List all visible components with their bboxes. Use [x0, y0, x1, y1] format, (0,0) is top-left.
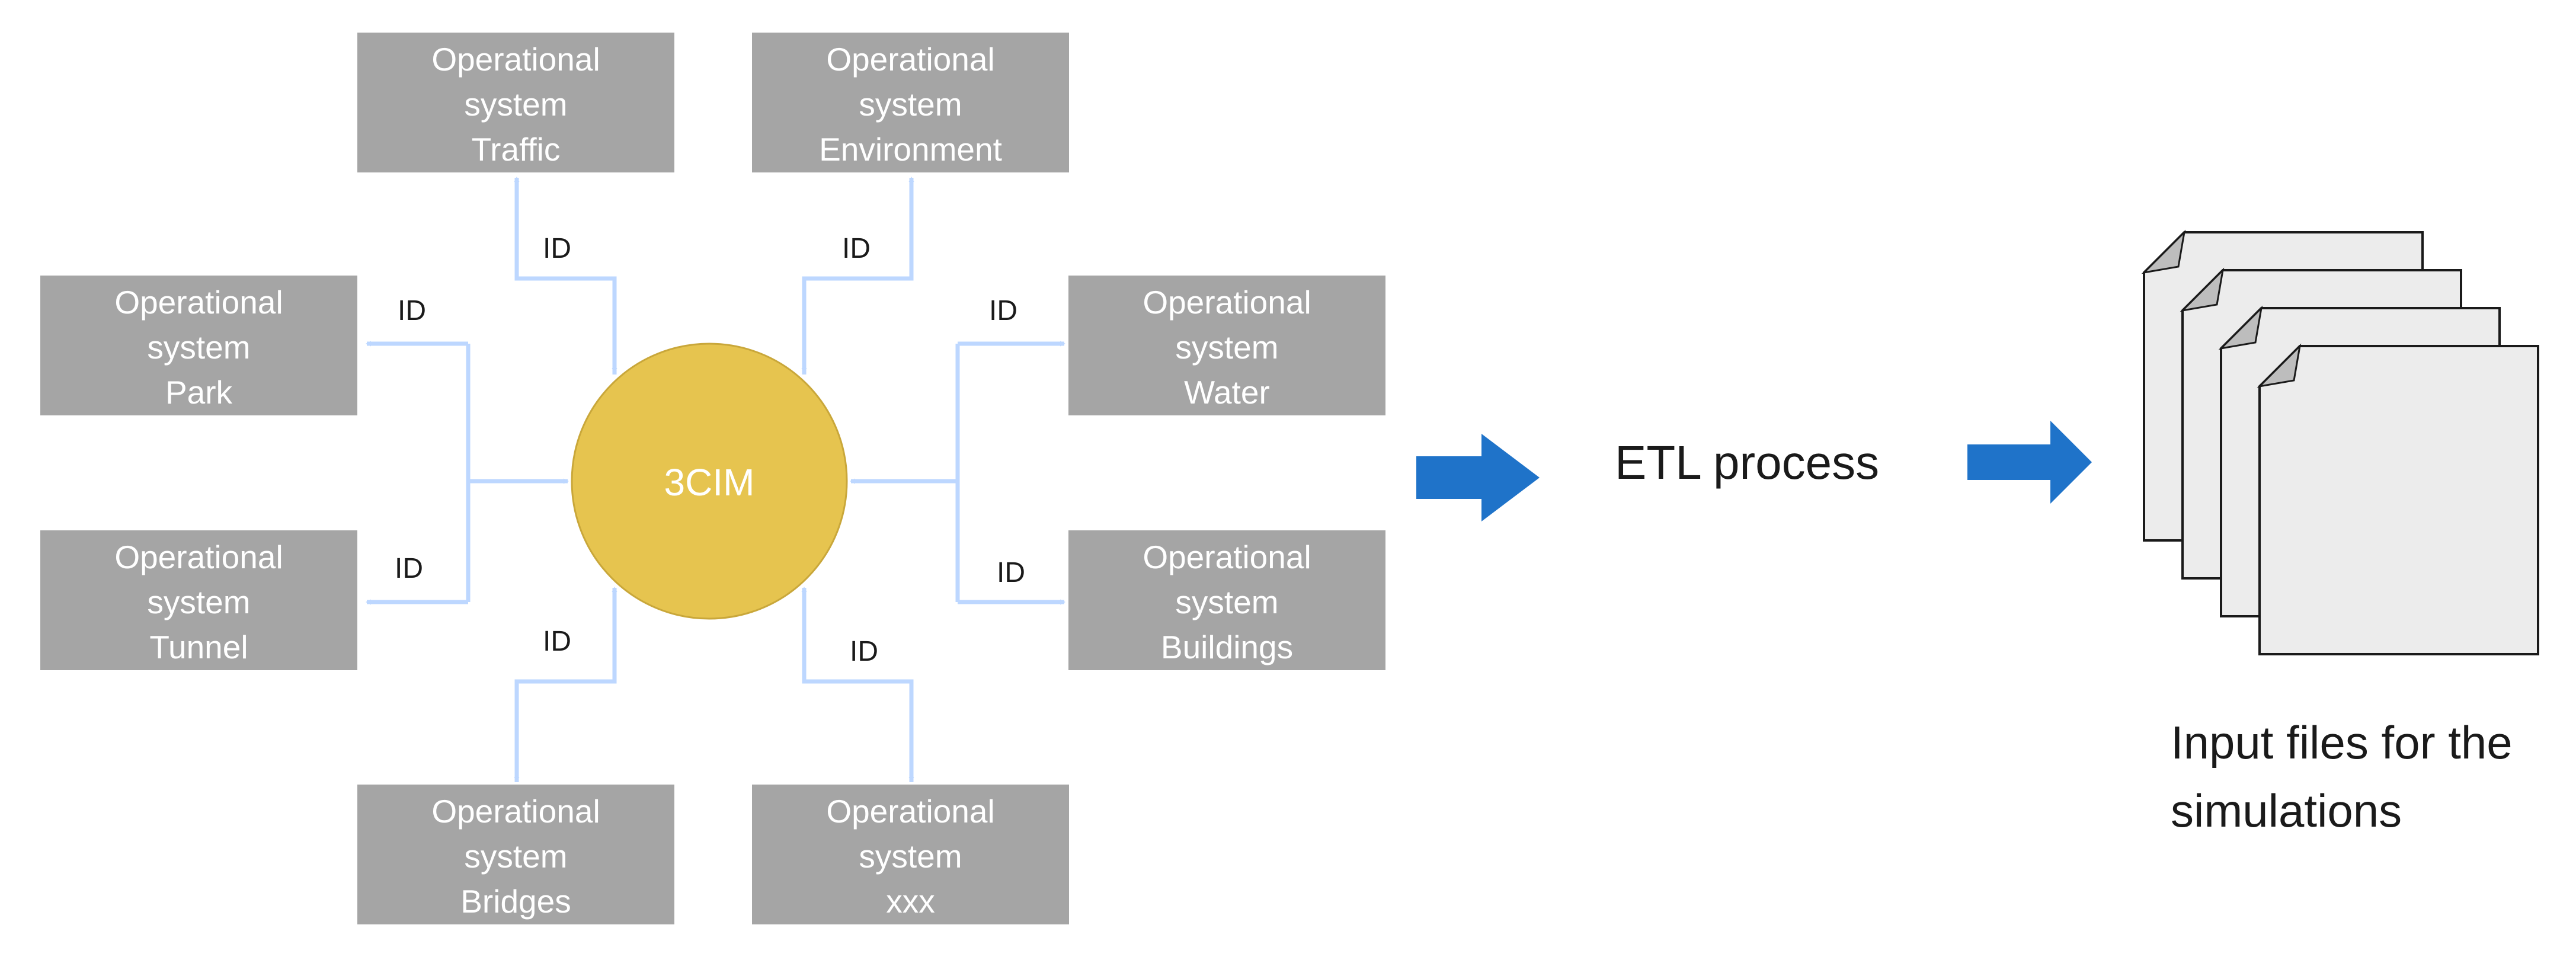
center-circle: [571, 343, 848, 620]
system-box-xxx: Operational system xxx: [752, 785, 1069, 924]
system-box-rect: [40, 530, 357, 670]
system-box-line3: Bridges: [460, 883, 571, 920]
id-label: ID: [543, 626, 571, 657]
system-box-line2: system: [859, 86, 962, 123]
document-page-4: [2257, 343, 2539, 655]
id-label: ID: [989, 295, 1017, 327]
connector-traffic: [514, 177, 617, 375]
system-box-rect: [357, 785, 674, 924]
system-box-line1: Operational: [114, 284, 283, 321]
system-box-line3: Buildings: [1161, 629, 1293, 665]
system-box-line3: Park: [165, 374, 233, 411]
connector-bridges: [514, 587, 617, 782]
center-node: 3CIM: [571, 343, 848, 620]
system-box-line1: Operational: [1143, 539, 1311, 575]
page-fold-icon: [2218, 305, 2263, 350]
system-box-line3: Environment: [819, 131, 1002, 168]
page-fold-icon: [2180, 267, 2225, 312]
system-box-line1: Operational: [431, 793, 600, 830]
system-box-group: OperationalsystemTrafficOperationalsyste…: [40, 33, 1385, 924]
system-box-line3: xxx: [886, 883, 935, 920]
system-box-line2: system: [859, 838, 962, 875]
system-box-rect: [752, 785, 1069, 924]
system-box-rect: [40, 276, 357, 415]
system-box-line1: Operational: [826, 793, 994, 830]
system-box-rect: [1068, 276, 1385, 415]
system-box-line3: Tunnel: [149, 629, 248, 665]
system-box-line2: system: [1175, 329, 1278, 366]
output-label-line1: Input files for the: [2171, 716, 2513, 769]
page-fold-icon: [2141, 229, 2186, 274]
id-label: ID: [395, 553, 423, 584]
center-label: 3CIM: [664, 461, 755, 504]
id-label: ID: [398, 295, 426, 327]
system-box-line3: Traffic: [472, 131, 561, 168]
id-label: ID: [850, 636, 878, 667]
flow-arrow-to-files: [1967, 421, 2092, 504]
document-stack: [2141, 229, 2539, 655]
system-box-rect: [752, 33, 1069, 172]
etl-process-label: ETL process: [1615, 436, 1879, 489]
system-box-line3: Water: [1184, 374, 1270, 411]
id-label: ID: [543, 233, 571, 264]
system-box-line1: Operational: [1143, 284, 1311, 321]
system-box-line1: Operational: [431, 41, 600, 78]
system-box-line2: system: [464, 86, 567, 123]
system-box-line2: system: [147, 329, 250, 366]
flow-arrow-to-etl: [1416, 434, 1540, 521]
system-box-line2: system: [1175, 584, 1278, 620]
id-label: ID: [997, 557, 1025, 588]
output-label-line2: simulations: [2171, 785, 2402, 837]
system-box-line1: Operational: [826, 41, 994, 78]
system-box-line2: system: [464, 838, 567, 875]
system-box-line2: system: [147, 584, 250, 620]
system-box-line1: Operational: [114, 539, 283, 575]
page-fold-icon: [2257, 343, 2302, 388]
system-box-rect: [1068, 530, 1385, 670]
connector-group: ID ID ID ID ID ID ID ID: [366, 177, 1065, 782]
id-label: ID: [842, 233, 871, 264]
system-box-rect: [357, 33, 674, 172]
connector-environment: [802, 177, 914, 375]
connector-xxx: [801, 587, 914, 782]
page-sheet: [2258, 345, 2539, 655]
